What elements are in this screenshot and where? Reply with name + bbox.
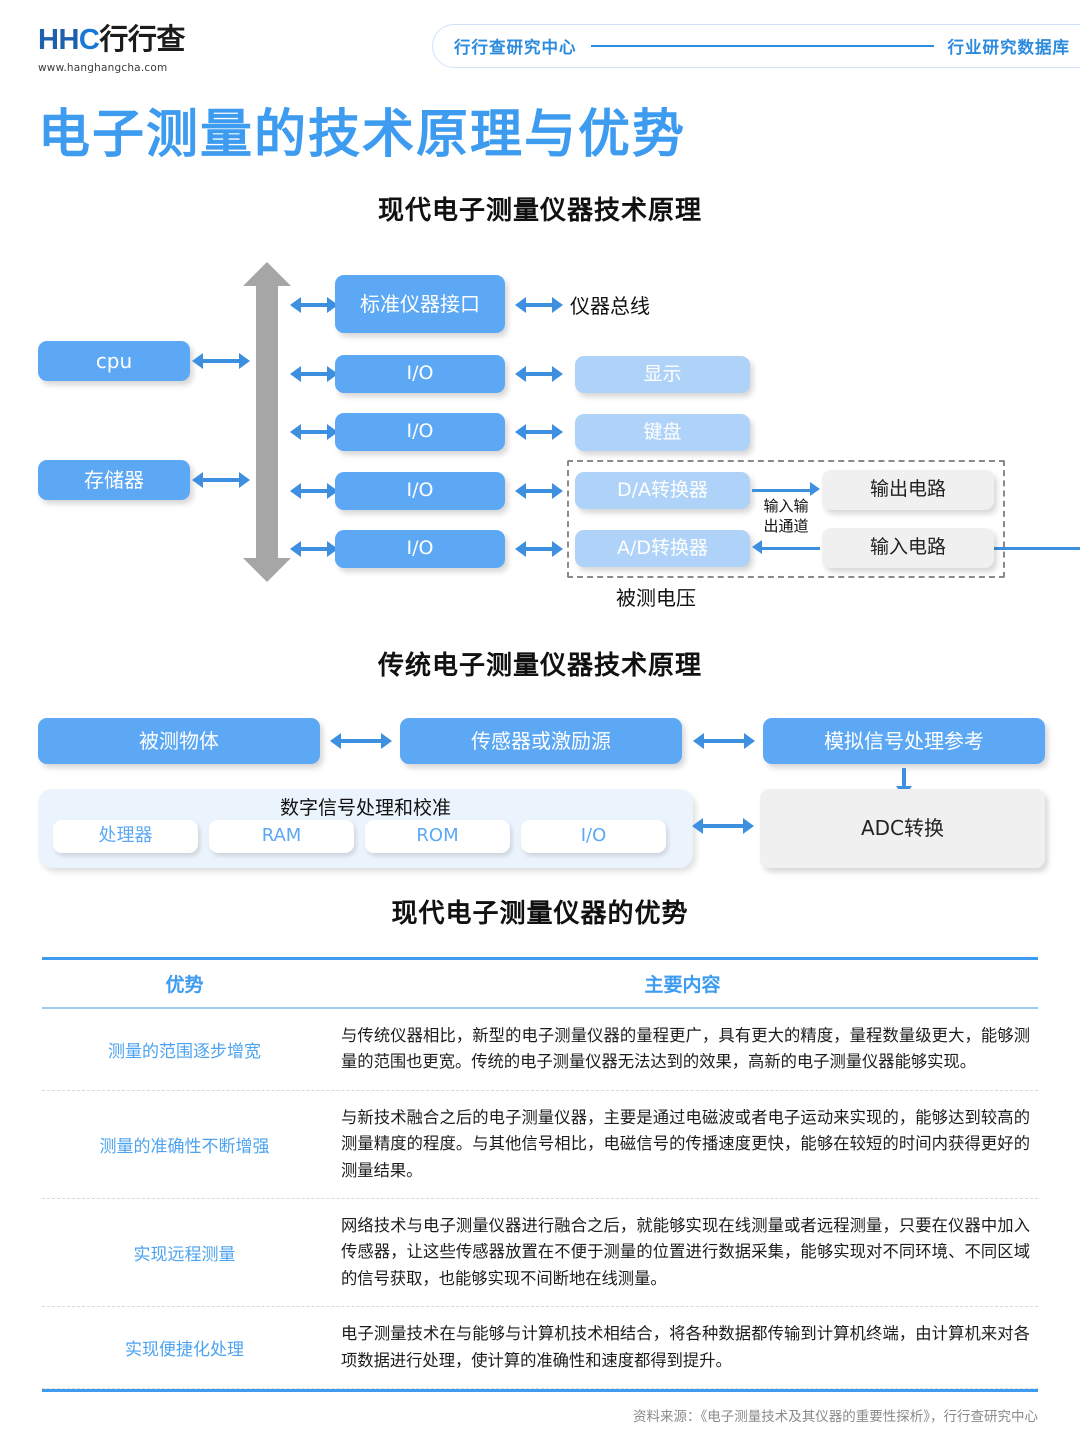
- table-row: 测量的范围逐步增宽 与传统仪器相比，新型的电子测量仪器的量程更广，具有更大的精度…: [42, 1009, 1038, 1091]
- table-header-rule: [42, 1007, 1038, 1009]
- dsp-calibration-title: 数字信号处理和校准: [279, 797, 451, 819]
- sensor-source-box: 传感器或激励源: [400, 718, 682, 764]
- logo-c-text: C: [78, 24, 100, 56]
- table-cell-advantage: 测量的范围逐步增宽: [108, 1041, 261, 1062]
- logo-text: HHC行行查: [38, 25, 268, 55]
- measured-voltage-label: 被测电压: [616, 586, 696, 610]
- table-cell-content: 网络技术与电子测量仪器进行融合之后，就能够实现在线测量或者远程测量，只要在仪器中…: [341, 1215, 1030, 1288]
- page-header: HHC行行查 www.hanghangcha.com 行行查研究中心 行业研究数…: [0, 0, 1080, 82]
- table-cell-content: 电子测量技术在与能够与计算机技术相结合，将各种数据都传输到计算机终端，由计算机来…: [341, 1324, 1030, 1370]
- bus-arrow-body: [256, 284, 278, 560]
- table-cell-content: 与新技术融合之后的电子测量仪器，主要是通过电磁波或者电子运动来实现的，能够达到较…: [341, 1107, 1030, 1180]
- measured-voltage-dashed-group: [567, 460, 1005, 578]
- table-top-rule: [42, 957, 1038, 960]
- standard-instrument-interface-box: 标准仪器接口: [335, 275, 505, 333]
- measured-object-box: 被测物体: [38, 718, 320, 764]
- table-header-advantage: 优势: [165, 974, 204, 996]
- research-center-label: 行行查研究中心: [454, 38, 577, 57]
- output-circuit-box: 输出电路: [822, 470, 994, 510]
- io-box-2: I/O: [335, 413, 505, 451]
- chip-box-io: I/O: [521, 820, 666, 853]
- industry-database-label: 行业研究数据库: [947, 38, 1070, 57]
- source-note: 资料来源：《电子测量技术及其仪器的重要性探析》，行行查研究中心: [633, 1409, 1038, 1425]
- table-row: 实现便捷化处理 电子测量技术在与能够与计算机技术相结合，将各种数据都传输到计算机…: [42, 1307, 1038, 1389]
- bus-arrow-up-head: [243, 262, 291, 286]
- table-cell-advantage: 实现便捷化处理: [125, 1340, 244, 1361]
- logo: HHC行行查 www.hanghangcha.com: [38, 25, 268, 75]
- memory-box: 存储器: [38, 460, 190, 500]
- table-row: 实现远程测量 网络技术与电子测量仪器进行融合之后，就能够实现在线测量或者远程测量…: [42, 1199, 1038, 1308]
- table-cell-advantage: 测量的准确性不断增强: [99, 1136, 270, 1157]
- da-converter-box: D/A转换器: [575, 472, 750, 509]
- table-cell-advantage: 实现远程测量: [133, 1245, 236, 1266]
- logo-cn-text: 行行查: [99, 22, 185, 56]
- section-title-advantages: 现代电子测量仪器的优势: [391, 899, 689, 929]
- io-box-4: I/O: [335, 530, 505, 568]
- section-title-modern-principle: 现代电子测量仪器技术原理: [377, 196, 702, 226]
- chip-box-processor: 处理器: [53, 820, 198, 853]
- table-header-content: 主要内容: [644, 974, 721, 996]
- bus-arrow-down-head: [243, 558, 291, 582]
- io-channel-label-line1: 输入输: [763, 497, 809, 515]
- keyboard-box: 键盘: [575, 414, 750, 451]
- table-bottom-rule: [42, 1388, 1038, 1392]
- adc-conversion-box: ADC转换: [760, 789, 1045, 868]
- io-channel-label-line2: 出通道: [763, 516, 809, 535]
- section-title-traditional-principle: 传统电子测量仪器技术原理: [377, 651, 702, 681]
- logo-hh-text: HH: [38, 24, 79, 56]
- table-header-row: 优势 主要内容: [42, 960, 1038, 1007]
- system-bus-arrow: [243, 262, 291, 582]
- io-box-1: I/O: [335, 355, 505, 393]
- page-title: 电子测量的技术原理与优势: [38, 105, 687, 165]
- instrument-bus-label: 仪器总线: [570, 294, 650, 318]
- pill-divider-line: [590, 45, 934, 47]
- header-pill-content: 行行查研究中心 行业研究数据库: [432, 24, 1080, 68]
- cpu-box: cpu: [38, 341, 190, 381]
- input-circuit-box: 输入电路: [822, 528, 994, 568]
- table-cell-content: 与传统仪器相比，新型的电子测量仪器的量程更广，具有更大的精度，量程数量级更大，能…: [341, 1026, 1030, 1072]
- ad-converter-box: A/D转换器: [575, 530, 750, 567]
- advantages-table: 优势 主要内容 测量的范围逐步增宽 与传统仪器相比，新型的电子测量仪器的量程更广…: [42, 957, 1038, 1392]
- table-row: 测量的准确性不断增强 与新技术融合之后的电子测量仪器，主要是通过电磁波或者电子运…: [42, 1091, 1038, 1199]
- chip-box-rom: ROM: [365, 820, 510, 853]
- io-box-3: I/O: [335, 472, 505, 510]
- display-box: 显示: [575, 356, 750, 393]
- chip-box-ram: RAM: [209, 820, 354, 853]
- io-channel-label: 输入输 出通道: [754, 497, 818, 536]
- analog-processing-box: 模拟信号处理参考: [763, 718, 1045, 764]
- logo-url: www.hanghangcha.com: [38, 62, 168, 74]
